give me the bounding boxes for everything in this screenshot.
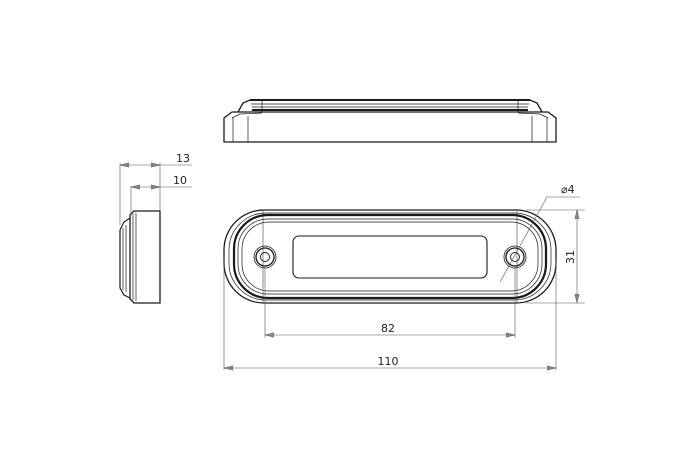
dim-82-label: 82 (381, 322, 395, 335)
dim-10-label: 10 (173, 174, 187, 187)
side-view (119, 210, 161, 304)
dim-13-label: 13 (176, 152, 190, 165)
dimensions (119, 163, 585, 370)
front-view (223, 209, 557, 304)
dim-110-label: 110 (378, 355, 399, 368)
dim-31-label: 31 (564, 250, 577, 264)
top-view (223, 99, 557, 143)
dim-diameter-label: ⌀4 (561, 183, 575, 196)
